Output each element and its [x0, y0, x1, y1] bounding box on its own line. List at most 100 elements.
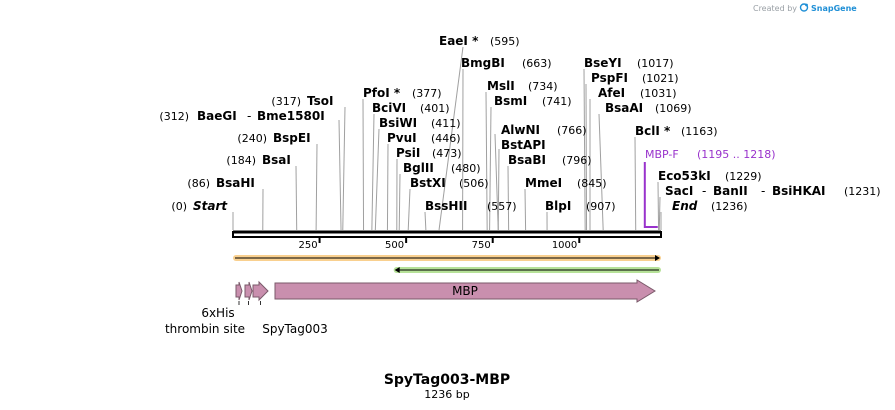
- feature-arrow-icon: [252, 280, 269, 302]
- site-psii[interactable]: PsiI(473): [396, 146, 462, 160]
- site-name: BlpI: [545, 199, 571, 213]
- site-start[interactable]: Start(0): [171, 199, 228, 213]
- site-position: (317): [271, 95, 301, 108]
- orf-forward-1[interactable]: [233, 255, 661, 261]
- leader-line-bcivi: [371, 113, 375, 231]
- feature-mbp[interactable]: MBP: [274, 279, 656, 303]
- site-name: BseYI: [584, 56, 622, 70]
- site-pvui[interactable]: PvuI(446): [387, 131, 461, 145]
- site-bsaai[interactable]: BsaAI(1069): [605, 101, 692, 115]
- site-pspfi[interactable]: PspFI(1021): [591, 71, 679, 85]
- site-alwni[interactable]: AlwNI(766): [501, 123, 587, 137]
- leader-line-msli: [485, 91, 488, 231]
- site-afei[interactable]: AfeI (1031): [598, 86, 677, 100]
- leader-line-eaei: [438, 46, 464, 231]
- site-bcli[interactable]: BclI *(1163): [635, 124, 718, 138]
- feature-label: MBP: [452, 284, 478, 298]
- orf-reverse-2[interactable]: [393, 267, 661, 273]
- site-baegi[interactable]: BaeGI-Bme1580I(312): [159, 109, 324, 123]
- ruler-tick-label: 250: [298, 240, 317, 251]
- leader-line-bsiwi: [374, 128, 380, 231]
- site-position: (506): [459, 177, 489, 190]
- site-name: BaeGI: [197, 109, 237, 123]
- site-name: BssHII: [425, 199, 467, 213]
- site-position: (845): [577, 177, 607, 190]
- site-name: BsaI: [262, 153, 291, 167]
- site-name: BglII: [403, 161, 434, 175]
- site-position: (734): [528, 80, 558, 93]
- leader-line-bsmi: [489, 106, 492, 231]
- site-separator-2: -: [761, 184, 765, 198]
- site-bsiwi[interactable]: BsiWI(411): [379, 116, 461, 130]
- ruler-tick-label: 1000: [552, 240, 577, 251]
- site-position: (377): [412, 87, 442, 100]
- site-labels: Start(0)BsaHI(86)BsaI(184)BspEI(240)BaeG…: [159, 34, 880, 213]
- site-position: (86): [187, 177, 210, 190]
- site-eaei[interactable]: EaeI *(595): [439, 34, 520, 48]
- site-msli[interactable]: MslI(734): [487, 79, 558, 93]
- leader-line-saci: [658, 196, 661, 231]
- leader-line-tsoi: [342, 106, 346, 231]
- leader-line-eco53ki: [657, 181, 660, 231]
- feature-his[interactable]: 6xHis: [201, 281, 243, 320]
- site-bseyi[interactable]: BseYI(1017): [584, 56, 674, 70]
- site-name: BciVI: [372, 101, 406, 115]
- watermark-prefix: Created by: [753, 4, 797, 13]
- feature-thrombin[interactable]: thrombin site: [165, 281, 253, 336]
- site-mmei[interactable]: MmeI(845): [525, 176, 607, 190]
- site-eco53ki[interactable]: Eco53kI(1229): [658, 169, 762, 183]
- site-name-tertiary: BsiHKAI: [772, 184, 826, 198]
- leader-line-bcli: [634, 136, 637, 231]
- snapgene-logo-icon: [799, 3, 809, 12]
- site-position: (741): [542, 95, 572, 108]
- site-bstapi[interactable]: BstAPI: [501, 138, 546, 152]
- leader-line-bstxi: [407, 188, 411, 231]
- leader-line-bsaai: [598, 113, 604, 231]
- sequence-backbone: [232, 230, 662, 238]
- site-bglii[interactable]: BglII(480): [403, 161, 481, 175]
- feature-spytag[interactable]: SpyTag003: [252, 280, 328, 336]
- site-position: (411): [431, 117, 461, 130]
- site-bsmi[interactable]: BsmI(741): [494, 94, 572, 108]
- primer-range: (1195 .. 1218): [697, 148, 776, 161]
- site-name: BclI *: [635, 124, 671, 138]
- site-tsoi[interactable]: TsoI (317): [271, 94, 333, 108]
- primer-mbp-f[interactable]: MBP-F (1195 .. 1218): [643, 148, 776, 228]
- site-position: (312): [159, 110, 189, 123]
- primer-arrow-icon: [643, 162, 658, 228]
- site-name: TsoI: [307, 94, 333, 108]
- site-bstxi[interactable]: BstXI(506): [410, 176, 489, 190]
- ruler-tick-label: 500: [385, 240, 404, 251]
- site-saci[interactable]: SacI-BanII-BsiHKAI(1231): [665, 184, 881, 198]
- site-pfoi[interactable]: PfoI *(377): [363, 86, 442, 100]
- site-bcivi[interactable]: BciVI (401): [372, 101, 450, 115]
- watermark-brand: SnapGene: [811, 4, 857, 13]
- site-position: (796): [562, 154, 592, 167]
- site-end[interactable]: End(1236): [672, 199, 748, 213]
- site-name: End: [672, 199, 698, 213]
- site-bsabi[interactable]: BsaBI(796): [508, 153, 592, 167]
- feature-label: SpyTag003: [262, 322, 328, 336]
- site-position: (401): [420, 102, 450, 115]
- leader-line-alwni: [494, 133, 499, 231]
- site-bsahi[interactable]: BsaHI(86): [187, 176, 255, 190]
- site-position: (766): [557, 124, 587, 137]
- sequence-length: 1236 bp: [424, 388, 469, 401]
- site-name: AfeI: [598, 86, 625, 100]
- site-name: PspFI: [591, 71, 628, 85]
- site-bsai[interactable]: BsaI(184): [226, 153, 290, 167]
- leader-line-bsabi: [507, 165, 510, 231]
- site-separator: -: [702, 184, 706, 198]
- site-bmgbi[interactable]: BmgBI(663): [461, 56, 552, 70]
- site-bsshii[interactable]: BssHII(557): [425, 199, 517, 213]
- site-position: (1031): [640, 87, 677, 100]
- site-name: BsaAI: [605, 101, 643, 115]
- site-blpi[interactable]: BlpI(907): [545, 199, 616, 213]
- map-title: SpyTag003-MBP: [384, 372, 510, 388]
- site-bspei[interactable]: BspEI(240): [237, 131, 310, 145]
- site-name-secondary: BanII: [713, 184, 748, 198]
- leader-line-bsai: [295, 165, 298, 231]
- site-position: (446): [431, 132, 461, 145]
